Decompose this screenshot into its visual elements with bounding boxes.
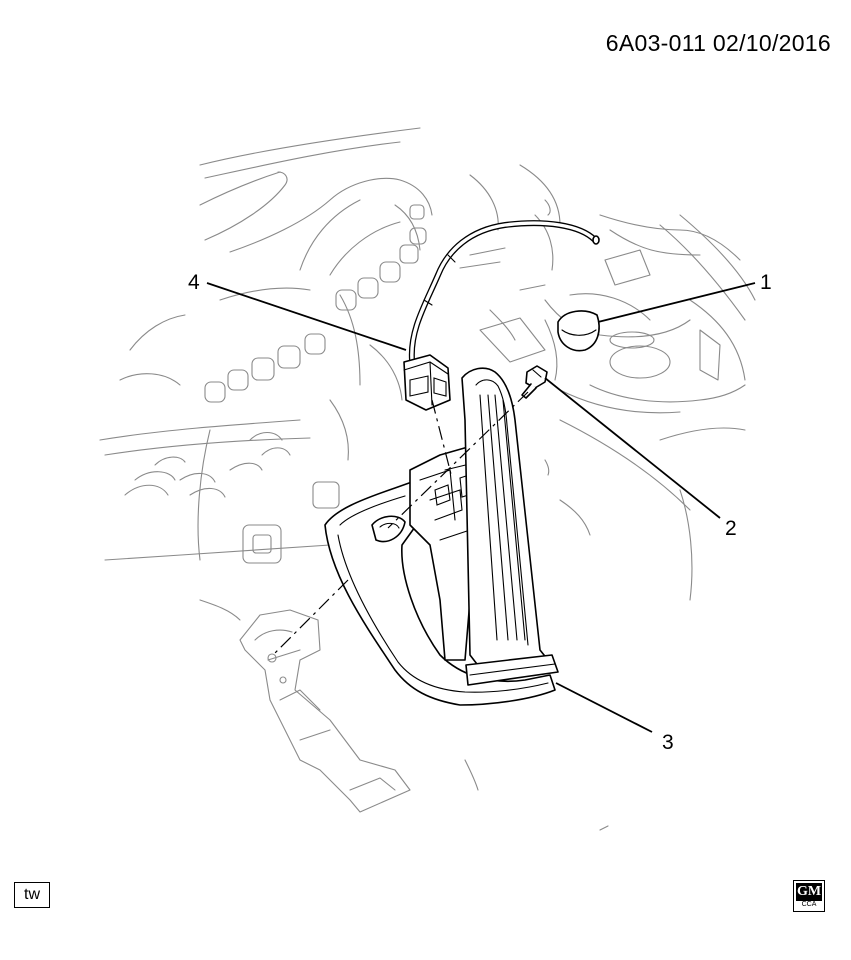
callout-2: 2 xyxy=(725,517,737,540)
callout-4: 4 xyxy=(188,271,200,294)
harness-connector xyxy=(403,354,451,411)
mounting-bolt xyxy=(521,365,548,399)
assembly-lines xyxy=(271,391,529,657)
accelerator-pedal-assembly xyxy=(324,367,559,706)
callout-3: 3 xyxy=(662,731,674,754)
wiring-harness xyxy=(408,220,600,363)
gm-logo: GM CCA xyxy=(793,880,825,912)
vehicle-body-background xyxy=(99,127,756,831)
tw-badge: tw xyxy=(14,882,50,908)
gm-logo-subtext: CCA xyxy=(796,900,822,909)
leader-lines xyxy=(206,282,756,733)
gm-logo-text: GM xyxy=(796,883,822,900)
pedal-cap xyxy=(557,310,600,352)
callout-1: 1 xyxy=(760,271,772,294)
body-holes xyxy=(204,204,427,403)
diagram-code: 6A03-011 02/10/2016 xyxy=(605,30,831,56)
